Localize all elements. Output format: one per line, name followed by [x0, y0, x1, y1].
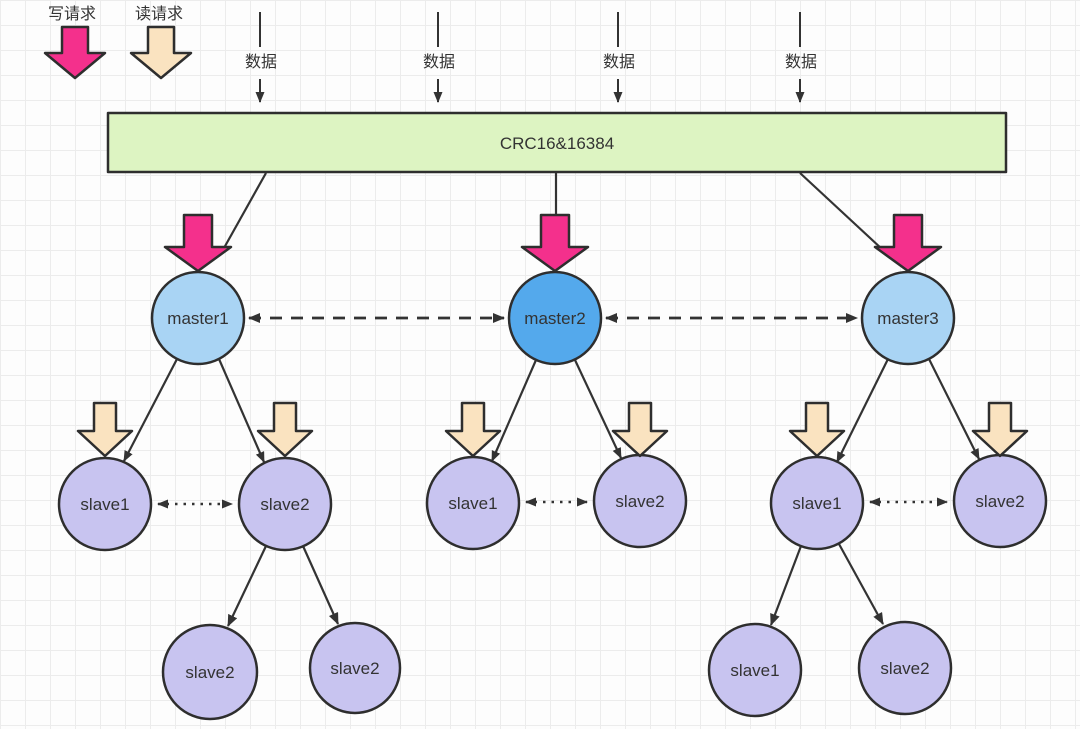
data-input-4: 数据: [785, 12, 817, 103]
read-arrow-icon: [444, 401, 502, 458]
master-nodes: [150, 270, 956, 366]
read-request-arrows: [76, 401, 1029, 458]
hash-slot-label: CRC16&16384: [500, 134, 614, 153]
bottom1-node: [161, 623, 259, 721]
master3-slave2-link: [928, 358, 980, 460]
group1-slave2-node: [237, 456, 333, 552]
slave-nodes: [57, 453, 1048, 552]
write-request-legend-label: 写请求: [48, 5, 96, 23]
bottom3-label: slave1: [730, 661, 779, 680]
data-input-3: 数据: [603, 12, 635, 103]
bottom3-node: [707, 622, 803, 718]
node-labels: master1 master2 master3 slave1 slave2 sl…: [80, 309, 1024, 682]
slave1-to-bottom4-link: [838, 543, 884, 625]
data-label: 数据: [603, 53, 635, 71]
hash-slot-rect: [106, 111, 1008, 174]
slave2-to-bottom2-link: [301, 545, 340, 625]
group1-slave1-label: slave1: [80, 495, 129, 514]
bottom-slave-nodes: [161, 620, 953, 721]
read-request-arrow-icon: [129, 25, 193, 80]
hash-to-master1-link: [223, 172, 267, 249]
group3-slave1-label: slave1: [792, 494, 841, 513]
master2-slave1-link: [490, 359, 538, 462]
master1-slave2-link: [217, 358, 266, 463]
write-arrow-icon: [873, 213, 943, 273]
bottom1-label: slave2: [185, 663, 234, 682]
write-request-arrow-icon: [43, 25, 107, 80]
data-label: 数据: [785, 53, 817, 71]
master3-slave1-link: [836, 358, 889, 463]
master2-label: master2: [524, 309, 585, 328]
bottom2-node: [308, 621, 402, 715]
slave-sync-links: [157, 497, 948, 509]
master2-slave2-link: [574, 359, 622, 459]
slave-to-subslave-links: [227, 543, 884, 627]
legend: 写请求 读请求: [43, 5, 193, 80]
write-request-arrows: [163, 213, 943, 273]
master-to-slave-links: [123, 358, 980, 463]
group3-slave2-label: slave2: [975, 492, 1024, 511]
read-arrow-icon: [611, 401, 669, 458]
group1-slave1-node: [57, 456, 153, 552]
data-input-1: 数据: [245, 12, 277, 103]
data-label: 数据: [245, 53, 277, 71]
data-label: 数据: [423, 53, 455, 71]
read-arrow-icon: [256, 401, 314, 458]
master1-label: master1: [167, 309, 228, 328]
read-arrow-icon: [76, 401, 134, 458]
bottom4-label: slave2: [880, 659, 929, 678]
bottom4-node: [857, 620, 953, 716]
slave1-to-bottom3-link: [769, 545, 803, 626]
slave2-to-bottom1-link: [227, 545, 267, 627]
group2-slave1-label: slave1: [448, 494, 497, 513]
bottom2-label: slave2: [330, 659, 379, 678]
master1-slave1-link: [123, 358, 178, 462]
data-input-2: 数据: [423, 12, 455, 103]
group2-slave2-label: slave2: [615, 492, 664, 511]
master3-label: master3: [877, 309, 938, 328]
read-arrow-icon: [971, 401, 1029, 458]
write-arrow-icon: [163, 213, 233, 273]
group1-slave2-label: slave2: [260, 495, 309, 514]
hash-slot-box: CRC16&16384: [106, 111, 1008, 174]
read-arrow-icon: [788, 401, 846, 458]
write-arrow-icon: [520, 213, 590, 273]
read-request-legend-label: 读请求: [135, 5, 183, 23]
